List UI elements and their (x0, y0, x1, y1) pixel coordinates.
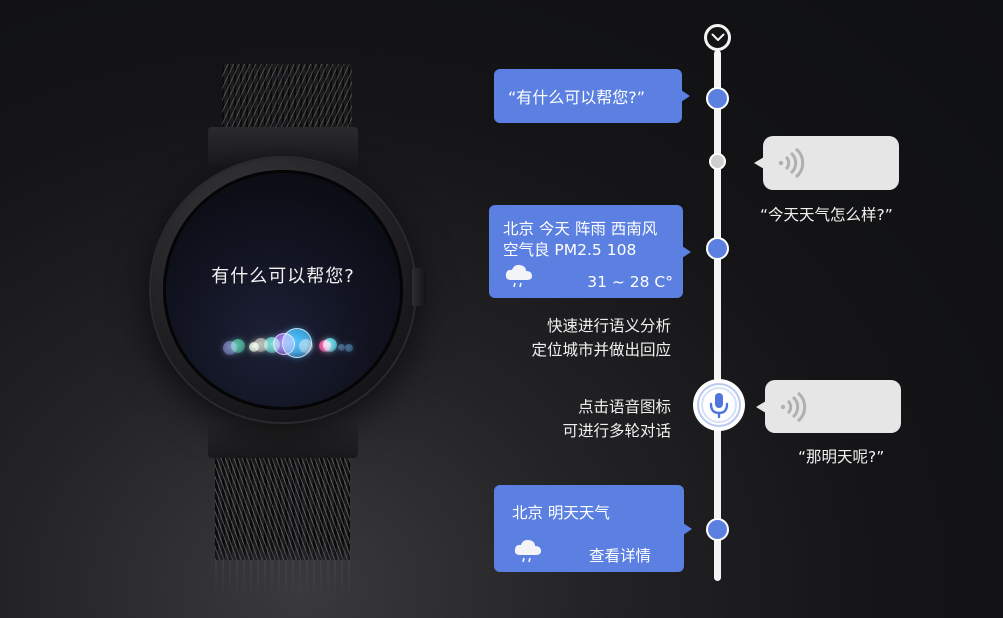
voice-orb (231, 339, 245, 353)
user-voice-bubble-1[interactable] (754, 136, 899, 190)
timeline-node-weather-today (706, 237, 729, 260)
watch-prompt-text: 有什么可以帮您? (211, 266, 355, 287)
weather-tomorrow-card[interactable]: 北京 明天天气 查看详情 (494, 485, 692, 572)
assistant-greeting-text: “有什么可以帮您?” (508, 88, 646, 107)
voice-orb (323, 338, 337, 352)
timeline-line (714, 50, 721, 581)
weather-tomorrow-title: 北京 明天天气 (512, 504, 610, 522)
watch-crown-button[interactable] (412, 268, 426, 306)
timeline-node-weather-tomorrow (706, 518, 729, 541)
caption-semantic-analysis: 快速进行语义分析 定位城市并做出回应 (531, 317, 671, 359)
voice-orb (338, 344, 345, 351)
user-query-1-text: “今天天气怎么样?” (760, 206, 893, 224)
voice-wave-icon (780, 392, 807, 422)
user-query-2-text: “那明天呢?” (798, 448, 885, 466)
user-voice-bubble-2[interactable] (756, 380, 901, 433)
timeline-collapse-button[interactable] (704, 24, 731, 51)
watch-screen: 有什么可以帮您? (163, 170, 403, 410)
voice-wave-icon (778, 148, 805, 178)
watch-reflection (215, 560, 350, 600)
rain-cloud-icon (505, 264, 532, 288)
timeline-node-user-query-1 (709, 153, 726, 170)
watch-band-top (222, 64, 352, 134)
voice-orb (299, 339, 313, 353)
mic-button[interactable] (693, 379, 745, 431)
view-details-link[interactable]: 查看详情 (589, 547, 652, 565)
weather-today-temperature: 31 ~ 28 C° (587, 273, 673, 291)
weather-today-line1: 北京 今天 阵雨 西南风 (503, 220, 658, 238)
assistant-greeting-bubble: “有什么可以帮您?” (494, 69, 690, 123)
microphone-icon (709, 393, 729, 418)
rain-cloud-icon (514, 539, 541, 563)
watch-lug-bottom (208, 418, 358, 458)
chevron-down-icon (711, 33, 724, 41)
watch-band-bottom (215, 445, 350, 560)
voice-orb (345, 344, 353, 352)
timeline-node-greeting (706, 87, 729, 110)
weather-today-card[interactable]: 北京 今天 阵雨 西南风 空气良 PM2.5 108 31 ~ 28 C° (489, 205, 691, 298)
caption-mic-hint: 点击语音图标 可进行多轮对话 (562, 398, 671, 440)
weather-today-line2: 空气良 PM2.5 108 (503, 241, 637, 259)
